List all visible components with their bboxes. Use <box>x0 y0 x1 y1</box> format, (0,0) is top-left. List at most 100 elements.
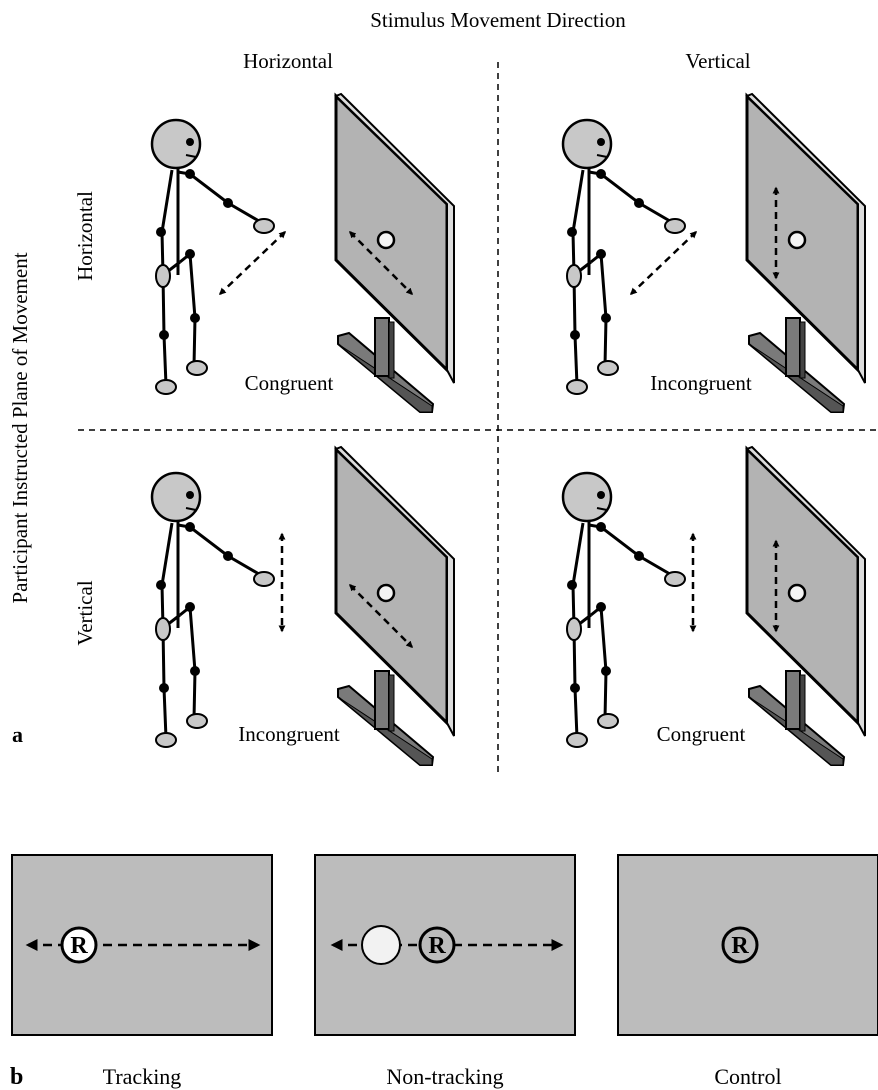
back-foot <box>566 379 588 395</box>
monitor-frame-edge <box>745 92 866 384</box>
front-foot <box>186 360 208 376</box>
back-leg-line <box>572 613 592 739</box>
hand <box>253 218 275 234</box>
monitor-stand-side <box>388 321 395 379</box>
stimulus-arrow-diagonal <box>349 231 413 295</box>
front-foot <box>186 713 208 729</box>
panel-caption: Control <box>714 1064 781 1089</box>
row-header-horizontal: Horizontal <box>73 191 97 281</box>
non-tracking-panel: R Non-tracking <box>314 854 576 1089</box>
joint-dot <box>570 330 580 340</box>
monitor-stand <box>785 670 801 730</box>
monitor-stand-side <box>799 321 806 379</box>
hip-joint <box>566 617 582 641</box>
r-marker-letter: R <box>428 933 446 959</box>
pointing-arm-line <box>177 523 265 579</box>
front-foot <box>597 360 619 376</box>
mouth <box>596 507 608 511</box>
monitor-stand <box>785 317 801 377</box>
pointing-arm-line <box>588 523 676 579</box>
panel-b-label: b <box>10 1064 23 1090</box>
joint-dot <box>223 551 233 561</box>
joint-dot <box>601 313 611 323</box>
panel-caption: Non-tracking <box>386 1064 503 1089</box>
condition-label: Congruent <box>245 371 334 395</box>
joint-dot <box>634 198 644 208</box>
condition-label: Congruent <box>657 722 746 746</box>
joint-dot <box>185 602 195 612</box>
r-marker-letter: R <box>731 933 749 959</box>
monitor-frame-edge <box>334 92 455 384</box>
eye <box>597 491 605 499</box>
back-arm-line <box>160 169 174 276</box>
eye <box>186 491 194 499</box>
hip-joint <box>155 617 171 641</box>
joint-dot <box>159 330 169 340</box>
joint-dot <box>596 169 606 179</box>
participant-arrow-diagonal <box>218 231 287 295</box>
cell-vertical-horizontal: Incongruent <box>150 445 455 766</box>
joint-dot <box>190 666 200 676</box>
front-leg-line <box>179 251 197 367</box>
stimulus-arrow-diagonal <box>349 584 413 648</box>
joint-dot <box>596 522 606 532</box>
front-foot <box>597 713 619 729</box>
hand <box>664 571 686 587</box>
joint-dot <box>185 522 195 532</box>
joint-dot <box>156 227 166 237</box>
back-foot <box>155 379 177 395</box>
monitor-base-edge <box>748 696 844 766</box>
monitor <box>334 92 455 413</box>
mouth <box>596 154 608 158</box>
front-leg-line <box>590 251 608 367</box>
pointing-arm-line <box>588 170 676 226</box>
pointing-arm-line <box>177 170 265 226</box>
panel-caption: Tracking <box>103 1064 182 1089</box>
mouth <box>185 507 197 511</box>
monitor-stand-side <box>799 674 806 732</box>
joint-dot <box>567 227 577 237</box>
stimulus-dot <box>787 230 807 250</box>
back-leg-line <box>572 260 592 386</box>
joint-dot <box>570 683 580 693</box>
monitor-stand <box>374 670 390 730</box>
monitor-stand <box>374 317 390 377</box>
side-title: Participant Instructed Plane of Movement <box>8 252 32 603</box>
moving-target-dot <box>361 925 401 965</box>
r-marker-circle <box>60 926 98 964</box>
stick-figure <box>561 118 686 395</box>
back-arm-line <box>571 169 585 276</box>
cell-horizontal-horizontal: Congruent <box>150 92 455 413</box>
hip-joint <box>155 264 171 288</box>
stimulus-dot <box>376 230 396 250</box>
joint-dot <box>596 602 606 612</box>
monitor <box>745 445 866 766</box>
r-marker-letter: R <box>70 933 88 959</box>
back-foot <box>155 732 177 748</box>
stick-figure <box>150 471 275 748</box>
eye <box>597 138 605 146</box>
joint-dot <box>596 249 606 259</box>
back-foot <box>566 732 588 748</box>
row-header-vertical: Vertical <box>73 580 97 645</box>
stick-figure <box>150 118 275 395</box>
condition-label: Incongruent <box>650 371 752 395</box>
joint-dot <box>159 683 169 693</box>
back-arm-line <box>571 522 585 629</box>
monitor <box>334 445 455 766</box>
monitor-base-edge <box>337 343 433 413</box>
condition-label: Incongruent <box>238 722 340 746</box>
joint-dot <box>190 313 200 323</box>
hand <box>253 571 275 587</box>
mouth <box>185 154 197 158</box>
column-header-vertical: Vertical <box>685 49 750 73</box>
monitor-stand-side <box>388 674 395 732</box>
back-arm-line <box>160 522 174 629</box>
top-title: Stimulus Movement Direction <box>370 8 626 32</box>
panel-a-label: a <box>12 722 23 747</box>
eye <box>186 138 194 146</box>
back-leg-line <box>161 260 181 386</box>
monitor-frame-edge <box>334 445 455 737</box>
joint-dot <box>185 169 195 179</box>
